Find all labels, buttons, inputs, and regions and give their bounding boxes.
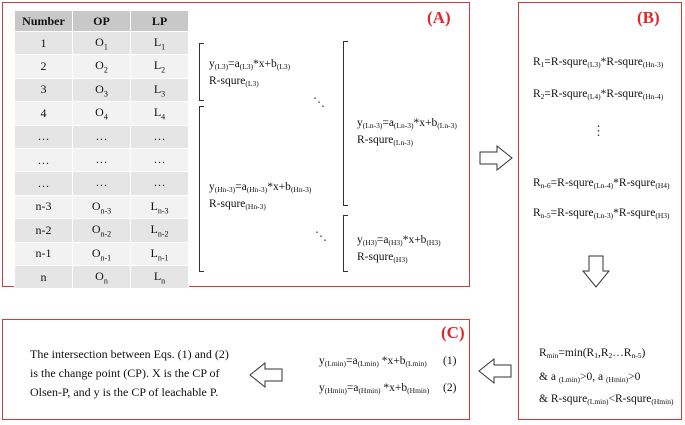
conclusion-line-3: Olsen-P, and y is the CP of leachable P. [30, 385, 219, 399]
conclusion-text: The intersection between Eqs. (1) and (2… [30, 345, 229, 402]
equation-ln3: y(Ln-3)=a(Ln-3)*x+b(Ln-3) R-squre(Ln-3) [357, 117, 457, 147]
panel-b-label: (B) [637, 8, 660, 27]
table-row: ……… [14, 147, 189, 173]
cell-op: On [72, 264, 131, 290]
cell-number: n [14, 264, 73, 290]
cell-op: … [72, 147, 131, 173]
cell-number: n-3 [14, 194, 73, 220]
equation-1: y(Lmin)=a(Lmin) *x+b(Lmin) [319, 355, 427, 368]
cell-number: n-1 [14, 241, 73, 266]
brace-h3 [343, 215, 348, 272]
conclusion-line-1: The intersection between Eqs. (1) and (2… [30, 347, 229, 361]
cell-number: n-2 [14, 218, 73, 243]
cell-op: … [72, 124, 131, 149]
cell-op: O4 [72, 101, 131, 126]
cell-number: 1 [14, 30, 73, 56]
equation-r1: R1=R-squre(L3)*R-squre(Hn-3) [533, 56, 664, 69]
equation-rn5: Rn-5=R-squre(Ln-3)*R-squre(H3) [533, 207, 670, 220]
cell-lp: … [130, 147, 189, 173]
panel-a-label: (A) [427, 8, 451, 27]
header-lp: LP [130, 10, 189, 32]
header-op: OP [72, 10, 131, 32]
cell-lp: … [130, 124, 189, 149]
cell-lp: L2 [130, 54, 189, 79]
dots-a-lower: ⋱ [315, 229, 327, 243]
equation-rmin: Rmin=min(R1,R2…Rn-5) [539, 347, 646, 360]
equation-rn6: Rn-6=R-squre(Ln-4)*R-squre(H4) [533, 177, 670, 190]
cell-lp: Ln-2 [130, 218, 189, 243]
table-header-row: Number OP LP [14, 10, 189, 32]
cell-number: … [14, 171, 73, 196]
table-row: ……… [14, 171, 189, 196]
header-number: Number [14, 10, 73, 32]
cell-op: On-1 [72, 241, 131, 266]
cell-number: … [14, 147, 73, 173]
cell-number: 2 [14, 54, 73, 79]
cell-number: 4 [14, 101, 73, 126]
conclusion-line-2: is the change point (CP). X is the CP of [30, 366, 220, 380]
arrow-down-icon [581, 255, 611, 288]
brace-l3 [199, 43, 204, 101]
cell-lp: L4 [130, 101, 189, 126]
equation-2: y(Hmin)=a(Hmin) *x+b(Hmin) [319, 382, 430, 395]
equation-2-number: (2) [443, 382, 457, 394]
brace-hn3 [199, 106, 204, 272]
arrow-right-icon [479, 145, 513, 171]
equation-hn3: y(Hn-3)=a(Hn-3)*x+b(Hn-3) R-squre(Hn-3) [209, 181, 312, 211]
equation-h3: y(H3)=a(H3)*x+b(H3) R-squre(H3) [357, 234, 441, 264]
cell-op: … [72, 171, 131, 196]
condition-rsquare: & R-squre(Lmin)<R-squre(Hmin) [539, 393, 674, 406]
arrow-left-icon [478, 358, 512, 384]
cell-op: O2 [72, 54, 131, 79]
cell-op: On-2 [72, 218, 131, 243]
cell-number: 3 [14, 77, 73, 103]
panel-c-label: (C) [441, 323, 465, 342]
dots-a-upper: ⋱ [313, 95, 325, 109]
panel-c: (C) y(Lmin)=a(Lmin) *x+b(Lmin) (1) y(Hmi… [2, 319, 470, 420]
vertical-dots: ⋮ [592, 123, 605, 138]
cell-op: On-3 [72, 194, 131, 220]
condition-a-positive: & a (Lmin)>0, a (Hmin)>0 [539, 371, 641, 384]
table-row: ……… [14, 124, 189, 149]
cell-number: … [14, 124, 73, 149]
equation-l3: y(L3)=a(L3)*x+b(L3) R-squre(L3) [209, 58, 291, 88]
brace-ln3 [343, 41, 348, 206]
cell-lp: Ln-3 [130, 194, 189, 220]
cell-lp: L3 [130, 77, 189, 103]
cell-op: O1 [72, 30, 131, 56]
panel-b: (B) R1=R-squre(L3)*R-squre(Hn-3) R2=R-sq… [518, 2, 682, 420]
equation-1-number: (1) [443, 355, 457, 367]
cell-lp: Ln-1 [130, 241, 189, 266]
cell-op: O3 [72, 77, 131, 103]
cell-lp: L1 [130, 30, 189, 56]
cell-lp: … [130, 171, 189, 196]
equation-r2: R2=R-squre(L4)*R-squre(Hn-4) [533, 88, 664, 101]
cell-lp: Ln [130, 264, 189, 290]
arrow-left-icon-c [249, 362, 283, 388]
